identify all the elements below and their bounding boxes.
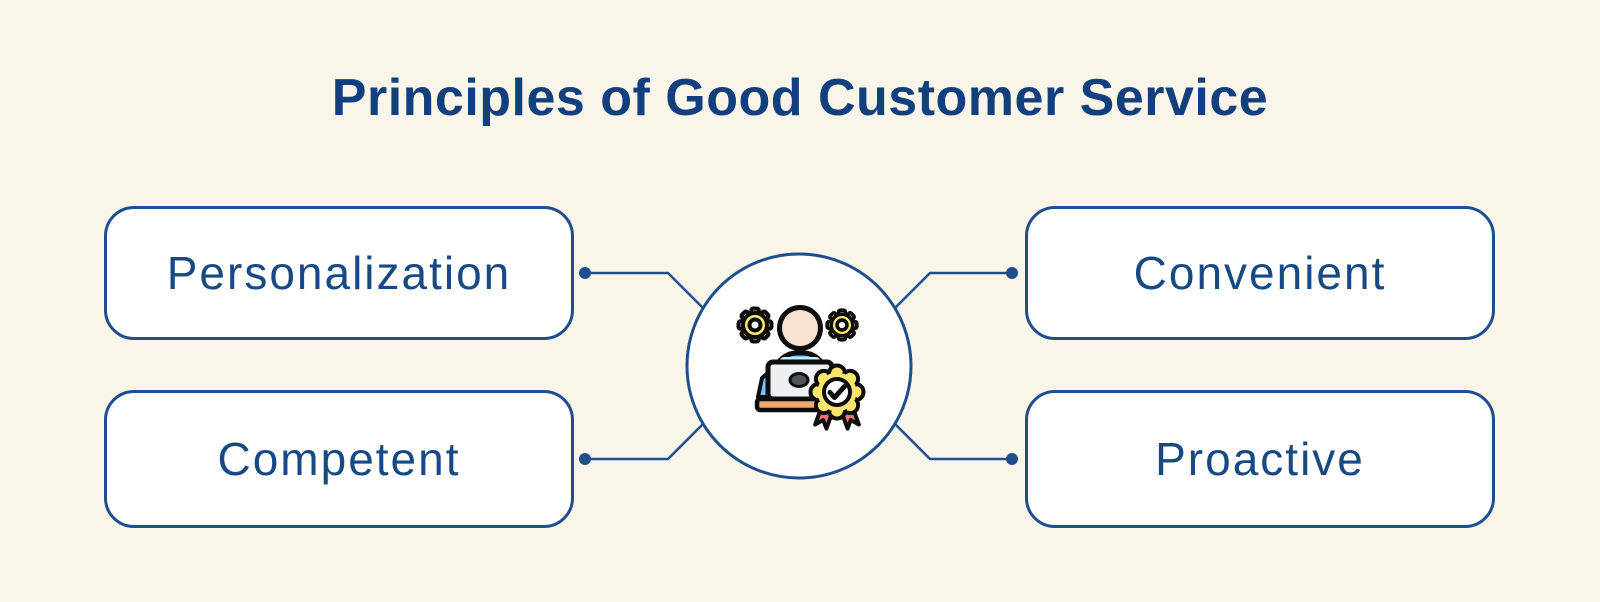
node-convenient: Convenient bbox=[1025, 206, 1495, 340]
node-label: Personalization bbox=[166, 247, 512, 299]
gear-icon bbox=[825, 308, 859, 342]
node-label: Convenient bbox=[1133, 247, 1387, 299]
node-proactive: Proactive bbox=[1025, 390, 1495, 528]
connector-dot bbox=[1006, 453, 1018, 465]
node-label: Competent bbox=[217, 433, 461, 485]
checkmark-icon bbox=[827, 384, 847, 400]
laptop-logo bbox=[788, 372, 810, 388]
person-head bbox=[777, 305, 823, 351]
node-competent: Competent bbox=[104, 390, 574, 528]
connector-dot bbox=[1006, 267, 1018, 279]
award-badge-icon bbox=[808, 363, 866, 431]
connector-dot bbox=[579, 453, 591, 465]
connector-dot bbox=[579, 267, 591, 279]
customer-service-agent-icon bbox=[736, 305, 866, 431]
node-personalization: Personalization bbox=[104, 206, 574, 340]
node-label: Proactive bbox=[1155, 433, 1365, 485]
gear-icon bbox=[736, 306, 774, 344]
page-title: Principles of Good Customer Service bbox=[331, 69, 1269, 127]
connector-dots bbox=[579, 267, 1018, 465]
